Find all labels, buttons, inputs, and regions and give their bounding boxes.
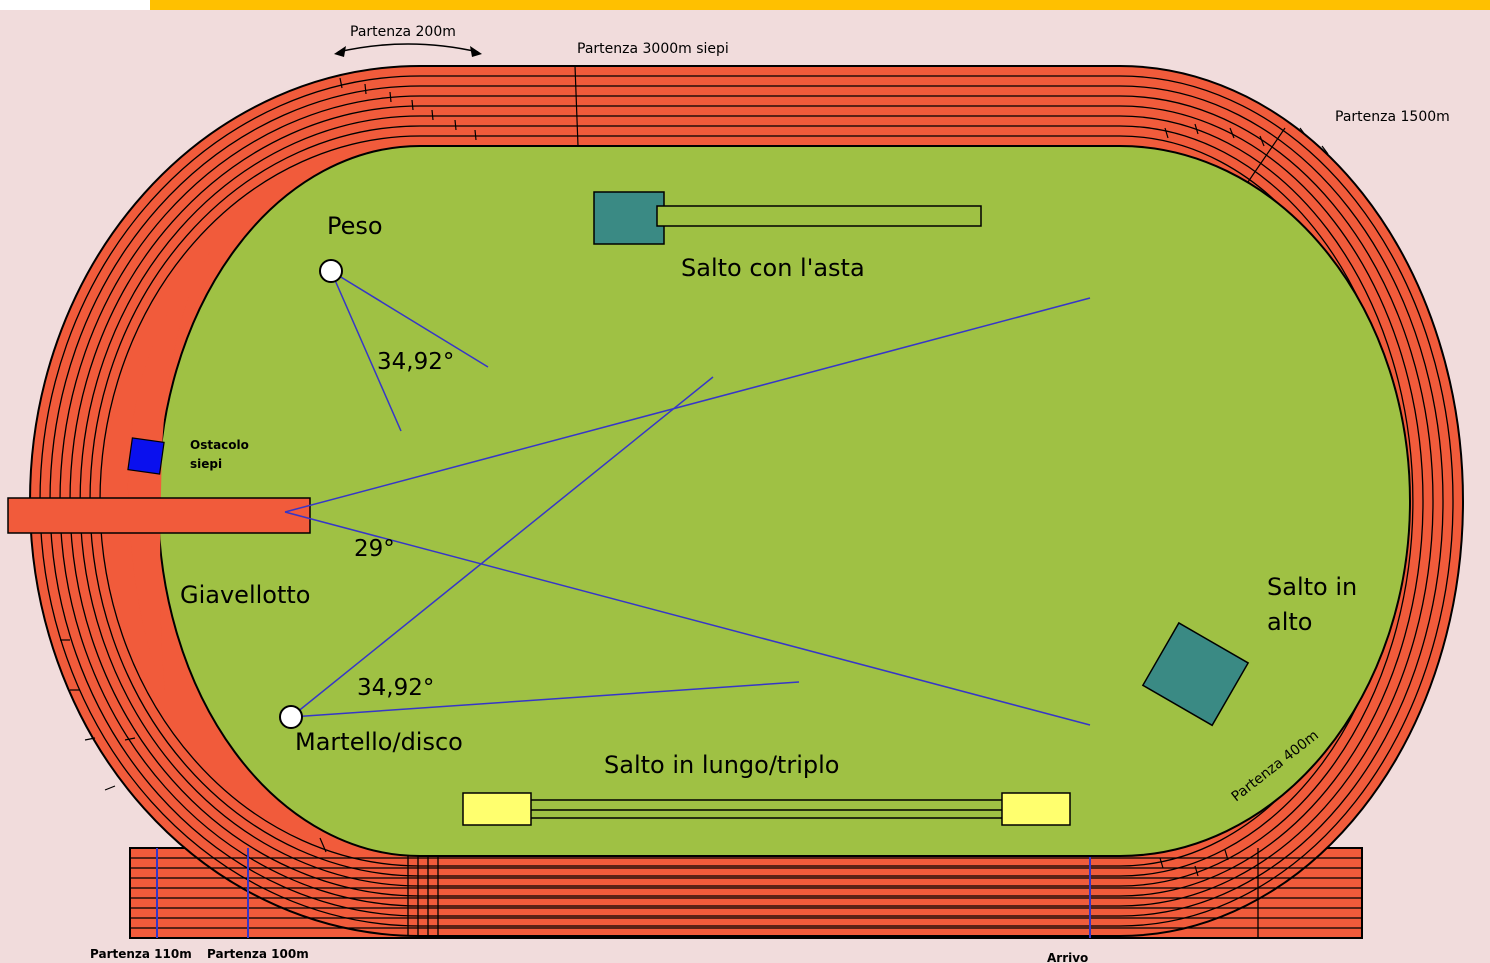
label-high-jump-1: Salto in xyxy=(1267,573,1357,601)
label-steeple-obstacle-1: Ostacolo xyxy=(190,438,249,452)
label-start-1500m: Partenza 1500m xyxy=(1335,109,1450,125)
start-finish-lines xyxy=(156,848,1091,938)
label-shot-put-angle: 34,92° xyxy=(377,349,454,375)
stagger-marks xyxy=(60,65,1329,877)
label-pole-vault: Salto con l'asta xyxy=(681,254,865,282)
label-start-3000m-steeple: Partenza 3000m siepi xyxy=(577,41,729,57)
label-javelin: Giavellotto xyxy=(180,581,310,609)
arrow-head-left xyxy=(334,46,346,57)
top-bar-left xyxy=(0,0,150,10)
start-200m-arrow xyxy=(337,43,479,53)
shot-put-circle xyxy=(319,259,343,283)
javelin-runway xyxy=(7,497,311,534)
label-high-jump-2: alto xyxy=(1267,608,1312,636)
steeple-lane xyxy=(128,252,210,690)
straight-lane-lines xyxy=(130,848,1362,938)
pole-vault-pit xyxy=(593,191,665,245)
label-hammer-discus: Martello/disco xyxy=(295,728,463,756)
long-jump-pit-left xyxy=(462,792,532,826)
long-jump-pit-right xyxy=(1001,792,1071,826)
label-hammer-discus-angle: 34,92° xyxy=(357,675,434,701)
arrow-head-right xyxy=(470,46,482,57)
label-shot-put: Peso xyxy=(327,212,383,240)
high-jump-pit xyxy=(1141,621,1250,727)
throw-sectors xyxy=(284,270,1091,726)
steeple-obstacle xyxy=(127,437,165,475)
label-start-110m: Partenza 110m xyxy=(90,947,192,961)
label-javelin-angle: 29° xyxy=(354,536,395,562)
label-long-triple-jump: Salto in lungo/triplo xyxy=(604,751,839,779)
label-start-200m: Partenza 200m xyxy=(350,24,456,40)
pole-vault-runway xyxy=(656,205,982,227)
label-start-100m: Partenza 100m xyxy=(207,947,309,961)
top-bar xyxy=(150,0,1490,10)
hammer-discus-circle xyxy=(279,705,303,729)
label-finish: Arrivo xyxy=(1047,951,1088,963)
label-steeple-obstacle-2: siepi xyxy=(190,457,222,471)
infield xyxy=(157,145,1411,857)
long-jump-area xyxy=(462,792,1071,826)
